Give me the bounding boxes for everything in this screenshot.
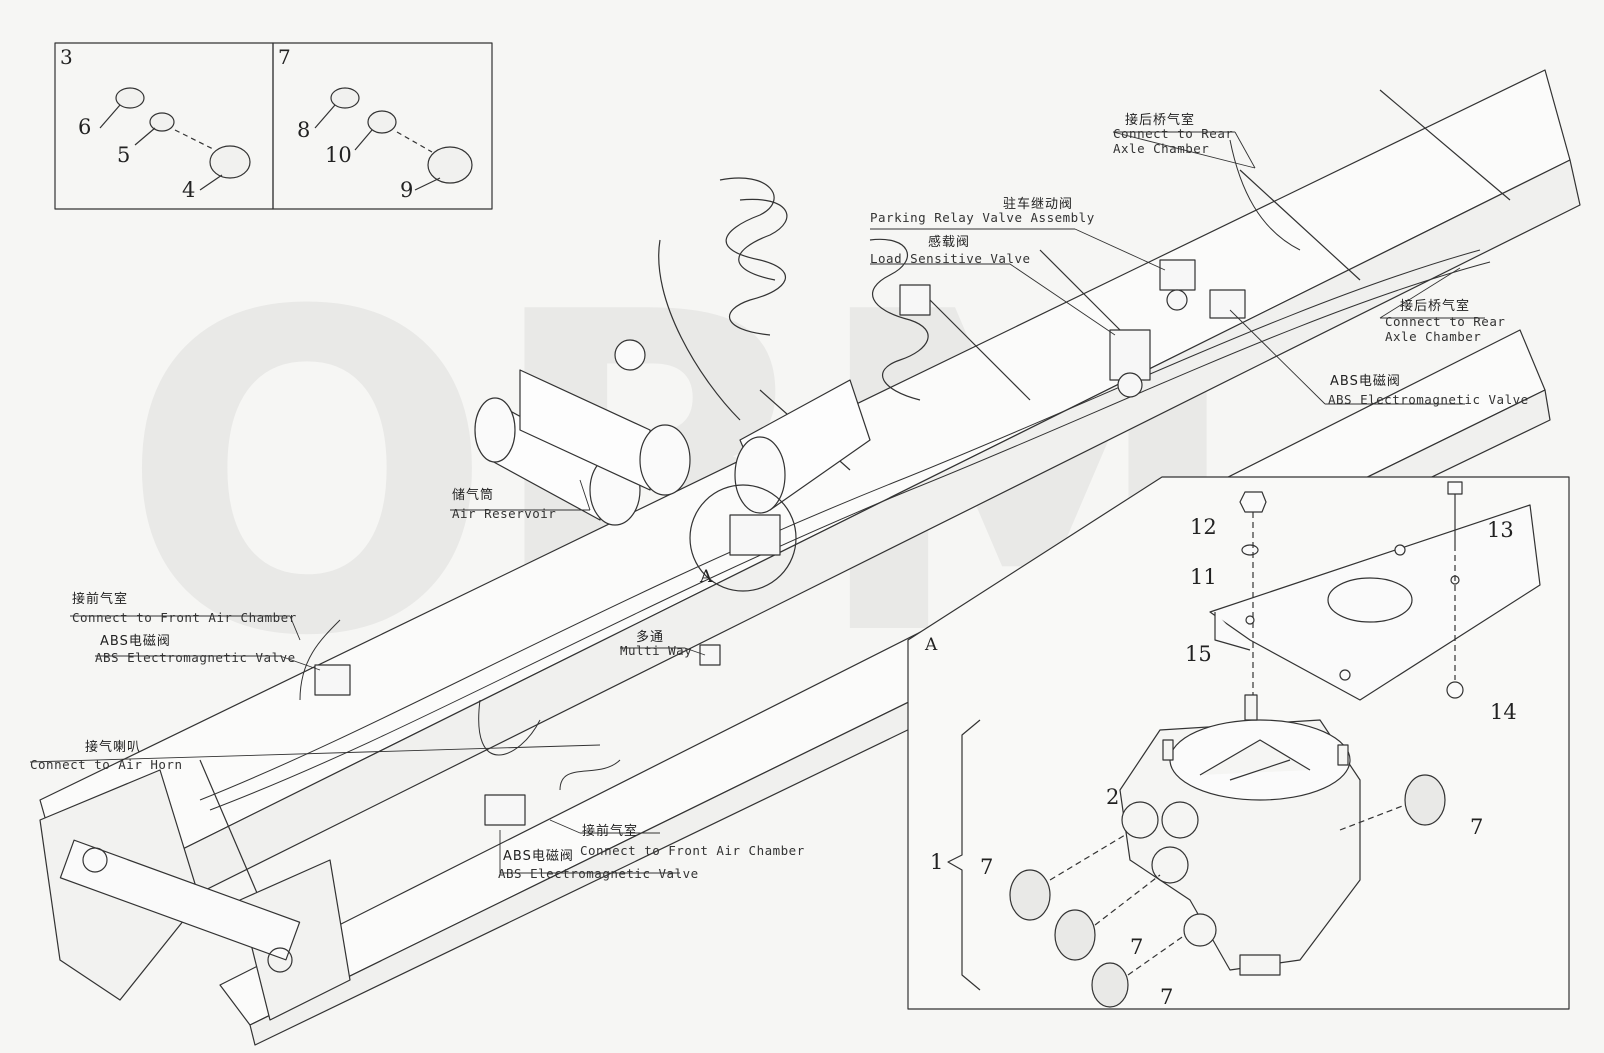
- callout-11: 11: [1190, 565, 1217, 589]
- air-reservoir-label-cn: 储气筒: [452, 488, 495, 503]
- front-chamber-label-2-cn: 接前气室: [582, 824, 639, 839]
- detail-a-fasteners: [1239, 481, 1464, 700]
- air-horn-label-cn: 接气喇叭: [85, 740, 142, 755]
- rear-axle-label-1-cn: 接后桥气室: [1125, 113, 1196, 128]
- part-number-4: 4: [182, 178, 196, 202]
- callout-7c: 7: [1130, 935, 1144, 959]
- front-suspension: [39, 769, 351, 1021]
- callout-13: 13: [1487, 518, 1514, 542]
- air-horn-label-en: Connect to Air Horn: [30, 757, 183, 772]
- part-number-5: 5: [117, 143, 131, 167]
- part-number-6: 6: [78, 115, 92, 139]
- part-number-10: 10: [325, 143, 352, 167]
- multi-way-label-en: Multi Way: [620, 643, 693, 658]
- callout-12: 12: [1190, 515, 1217, 539]
- multi-way-label-cn: 多通: [636, 630, 665, 645]
- detail-box-3-title: 3: [60, 45, 73, 69]
- abs-valve-front-label-cn: ABS电磁阀: [100, 634, 171, 649]
- detail-box-7-title: 7: [278, 45, 291, 69]
- load-sensitive-label-cn: 感载阀: [928, 235, 971, 250]
- rear-axle-label-2-cn: 接后桥气室: [1400, 299, 1471, 314]
- detail-a-relay-valve: [1119, 694, 1361, 976]
- detail-a-tag: A: [925, 635, 938, 655]
- part-number-8: 8: [297, 118, 311, 142]
- detail-a-callout-circle: [689, 484, 797, 592]
- callout-7b: 7: [1470, 815, 1484, 839]
- detail-box-7-parts: [314, 87, 473, 191]
- air-reservoir-tanks: [474, 339, 871, 526]
- detail-box-3-parts: [99, 87, 251, 191]
- rear-axle-label-1-en1: Connect to Rear: [1113, 126, 1234, 141]
- rear-axle-label-2-en1: Connect to Rear: [1385, 314, 1506, 329]
- front-chamber-label-2-en: Connect to Front Air Chamber: [580, 843, 805, 858]
- coiled-hoses: [658, 177, 929, 421]
- rear-axle-label-1-en2: Axle Chamber: [1113, 141, 1210, 156]
- valves: [314, 259, 1246, 826]
- load-sensitive-label-en: Load Sensitive Valve: [870, 251, 1031, 266]
- abs-valve-rear-label-cn: ABS电磁阀: [1330, 374, 1401, 389]
- abs-valve-front-label-en: ABS Electromagnetic Valve: [95, 650, 296, 665]
- abs-valve-rear-label-en: ABS Electromagnetic Valve: [1328, 392, 1529, 407]
- leader-lines: [29, 131, 1485, 874]
- parking-relay-label-cn: 驻车继动阀: [1003, 197, 1074, 212]
- callout-14: 14: [1490, 700, 1517, 724]
- air-lines: [199, 139, 1491, 811]
- parking-relay-label-en: Parking Relay Valve Assembly: [870, 210, 1095, 225]
- part-number-9: 9: [400, 178, 414, 202]
- air-reservoir-label-en: Air Reservoir: [452, 506, 557, 521]
- front-chamber-label-1-cn: 接前气室: [72, 592, 129, 607]
- detail-a-bracket: [1209, 504, 1541, 701]
- rear-axle-label-2-en2: Axle Chamber: [1385, 329, 1482, 344]
- detail-a-brace: [947, 719, 981, 991]
- callout-15: 15: [1185, 642, 1212, 666]
- callout-3: 7: [1160, 985, 1174, 1009]
- abs-valve-mid-label-en: ABS Electromagnetic Valve: [498, 866, 699, 881]
- detail-a-reference: A: [700, 567, 713, 587]
- detail-box-7-frame: [272, 42, 493, 210]
- abs-valve-mid-label-cn: ABS电磁阀: [503, 849, 574, 864]
- callout-1: 1: [930, 850, 944, 874]
- callout-2: 2: [1106, 785, 1120, 809]
- callout-7a: 7: [980, 855, 994, 879]
- detail-a-fittings: [1009, 774, 1446, 1008]
- front-chamber-label-1-en: Connect to Front Air Chamber: [72, 610, 297, 625]
